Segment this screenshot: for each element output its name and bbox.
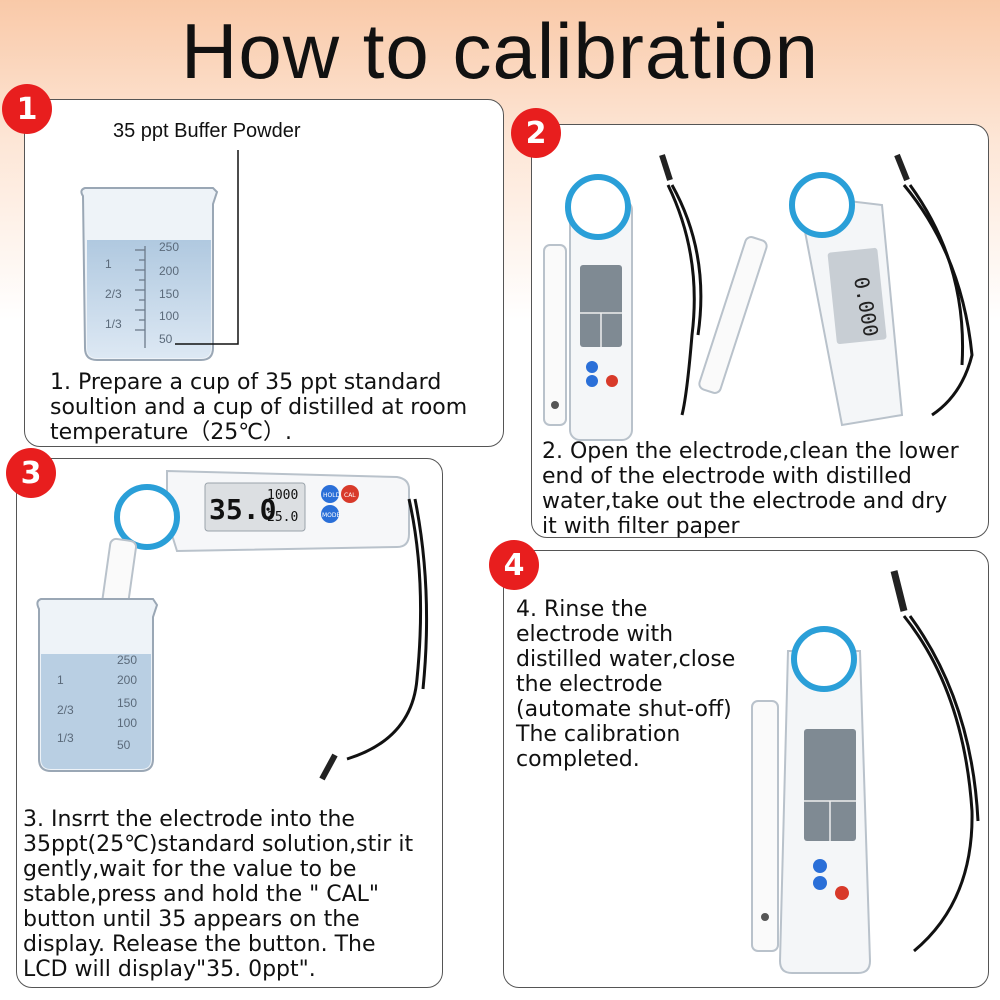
beaker-fraction-1-3: 1/3 xyxy=(105,317,122,331)
beaker-image: 250 200 150 100 50 1 2/3 1/3 xyxy=(80,187,219,361)
step-2-badge: 2 xyxy=(511,108,561,158)
meter-in-solution-image: 35.0 1000 25.0 HOLD CAL MODE 250 200 150… xyxy=(36,469,429,781)
beaker-fraction-2-3: 2/3 xyxy=(105,287,122,301)
callout-line xyxy=(175,150,239,345)
mode-button-icon xyxy=(321,505,339,523)
step-4-panel: 4. Rinse the electrode with distilled wa… xyxy=(503,550,989,988)
beaker-mark-250: 250 xyxy=(159,240,179,254)
hold-button-icon xyxy=(321,485,339,503)
cal-button-label: CAL xyxy=(344,492,356,499)
step-4-text: 4. Rinse the electrode with distilled wa… xyxy=(516,597,736,772)
meter-closed-image xyxy=(751,570,980,974)
step-3-badge: 3 xyxy=(6,448,56,498)
beaker-mark-200: 200 xyxy=(159,264,179,278)
step-2-text: 2. Open the electrode,clean the lower en… xyxy=(542,439,959,539)
lcd-bottom-reading: 25.0 xyxy=(267,510,298,525)
beaker3-mark-250: 250 xyxy=(117,653,137,667)
step-1-panel: 35 ppt Buffer Powder 250 200 150 100 50 … xyxy=(24,99,504,447)
beaker-mark-100: 100 xyxy=(159,309,179,323)
beaker-mark-50: 50 xyxy=(159,332,173,346)
beaker3-fraction-2-3: 2/3 xyxy=(57,703,74,717)
hold-button-label: HOLD xyxy=(323,492,341,499)
meter-open-image xyxy=(543,174,633,441)
beaker3-mark-200: 200 xyxy=(117,673,137,687)
step-3-text: 3. Insrrt the electrode into the 35ppt(2… xyxy=(23,807,414,982)
beaker-mark-150: 150 xyxy=(159,287,179,301)
step-1-text: 1. Prepare a cup of 35 ppt standard soul… xyxy=(50,370,468,445)
beaker3-mark-100: 100 xyxy=(117,716,137,730)
beaker3-mark-50: 50 xyxy=(117,738,131,752)
beaker3-mark-150: 150 xyxy=(117,696,137,710)
beaker3-fraction-1-3: 1/3 xyxy=(57,731,74,745)
lcd-top-reading: 1000 xyxy=(267,488,298,503)
beaker-fraction-1: 1 xyxy=(105,257,112,271)
meter-display-image: 0.000 xyxy=(698,172,904,427)
step-2-panel: 0.000 2. Open the electrode,clean the lo… xyxy=(531,124,989,539)
lanyard-image xyxy=(659,153,974,417)
beaker3-fraction-1: 1 xyxy=(57,673,64,687)
lcd-main-reading: 35.0 xyxy=(209,493,276,526)
step-1-badge: 1 xyxy=(2,84,52,134)
cal-button-icon xyxy=(341,485,359,503)
step-4-badge: 4 xyxy=(489,540,539,590)
mode-button-label: MODE xyxy=(322,512,341,519)
buffer-powder-label: 35 ppt Buffer Powder xyxy=(113,120,301,142)
step-3-panel: 35.0 1000 25.0 HOLD CAL MODE 250 200 150… xyxy=(16,458,443,988)
page-title: How to calibration xyxy=(181,7,819,95)
